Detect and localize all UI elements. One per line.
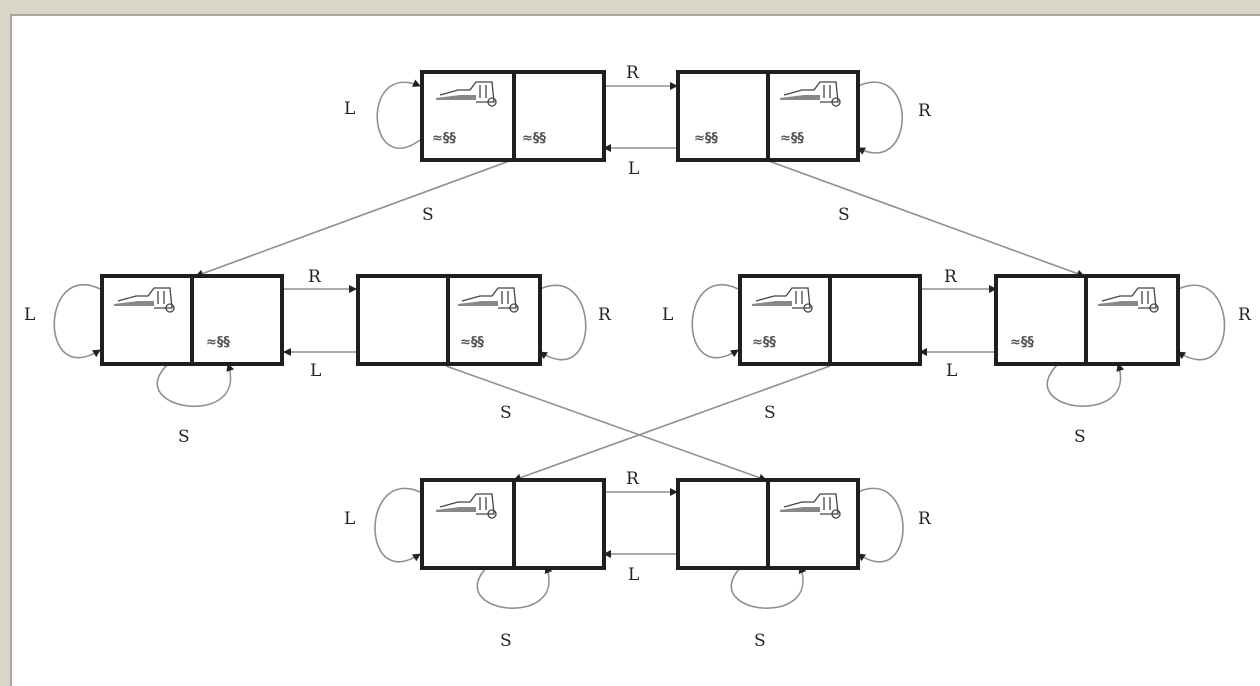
loop-l-s1 — [376, 79, 421, 149]
dirt-icon: ≈§§ — [1010, 335, 1034, 350]
label-l: L — [344, 509, 355, 529]
loop-s-s6 — [1046, 363, 1125, 408]
loop-r-s4 — [539, 284, 587, 361]
label-s: S — [838, 205, 850, 225]
state-1: ≈§§ ≈§§ — [420, 70, 606, 162]
loop-r-s8 — [857, 487, 904, 563]
label-l: L — [344, 99, 355, 119]
label-s: S — [500, 631, 512, 651]
edge-s-s5-s7 — [513, 365, 831, 482]
state-4: ≈§§ — [356, 274, 542, 366]
edge-s-s2-s6 — [765, 159, 1085, 278]
label-r: R — [308, 267, 322, 287]
dirt-icon: ≈§§ — [206, 335, 230, 350]
label-l: L — [946, 361, 957, 381]
label-l: L — [628, 159, 639, 179]
label-l: L — [628, 565, 639, 585]
label-s: S — [1074, 427, 1086, 447]
dirt-icon: ≈§§ — [780, 131, 804, 146]
loop-l-s5 — [691, 284, 739, 359]
dirt-icon: ≈§§ — [432, 131, 456, 146]
dirt-icon: ≈§§ — [522, 131, 546, 146]
state-7 — [420, 478, 606, 570]
label-s: S — [764, 403, 776, 423]
label-r: R — [626, 63, 640, 83]
loop-r-s2 — [857, 81, 904, 155]
loop-s-s7 — [476, 565, 553, 610]
loop-l-s7 — [374, 487, 421, 563]
loop-r-s6 — [1177, 284, 1226, 361]
edge-s-s1-s3 — [195, 159, 513, 278]
label-r: R — [1238, 305, 1252, 325]
state-3: ≈§§ — [100, 274, 284, 366]
dirt-icon: ≈§§ — [752, 335, 776, 350]
label-r: R — [626, 469, 640, 489]
label-s: S — [754, 631, 766, 651]
label-l: L — [24, 305, 35, 325]
label-r: R — [918, 101, 932, 121]
state-5: ≈§§ — [738, 274, 922, 366]
label-s: S — [178, 427, 190, 447]
label-s: S — [500, 403, 512, 423]
label-l: L — [662, 305, 673, 325]
label-r: R — [598, 305, 612, 325]
edge-s-s4-s8 — [445, 365, 767, 482]
dirt-icon: ≈§§ — [694, 131, 718, 146]
label-l: L — [310, 361, 321, 381]
label-r: R — [918, 509, 932, 529]
label-r: R — [944, 267, 958, 287]
label-s: S — [422, 205, 434, 225]
state-2: ≈§§ ≈§§ — [676, 70, 860, 162]
loop-l-s3 — [53, 284, 101, 359]
state-6: ≈§§ — [994, 274, 1180, 366]
loop-s-s8 — [730, 565, 807, 610]
state-8 — [676, 478, 860, 570]
dirt-icon: ≈§§ — [460, 335, 484, 350]
loop-s-s3 — [156, 363, 234, 408]
